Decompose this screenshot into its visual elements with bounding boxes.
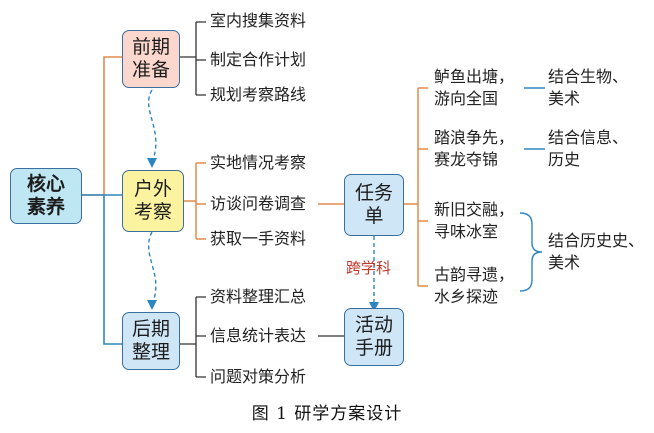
core-line1: 核心: [26, 173, 65, 195]
stage2-bracket: [184, 162, 206, 240]
stage1-item-3: 规划考察路线: [210, 85, 307, 104]
task-item-1-line2: 游向全国: [434, 89, 499, 108]
integration-3-line1: 结合历史史、: [548, 231, 645, 250]
stage-outdoor-line1: 户外: [133, 178, 172, 200]
integration-2-line2: 历史: [548, 150, 581, 169]
handbook-line1: 活动: [354, 314, 393, 336]
task34-curly-brace: [519, 212, 543, 292]
dash-arrowhead-1: [147, 158, 157, 168]
dash-arrowhead-2: [147, 300, 157, 310]
stage-prep-box: 前期准备: [122, 30, 180, 88]
integration-1-line2: 美术: [548, 89, 581, 108]
integration-1: 结合生物、 美术: [548, 66, 628, 110]
integration-2: 结合信息、 历史: [548, 127, 628, 171]
core-to-stage3-line: [103, 195, 122, 345]
task-item-2-line1: 踏浪争先，: [434, 128, 515, 147]
cross-discipline-label: 跨学科: [346, 259, 392, 277]
task-item-3: 新旧交融， 寻味冰室: [434, 199, 514, 243]
integration-3: 结合历史史、 美术: [548, 230, 644, 274]
task-item-2: 踏浪争先， 赛龙夺锦: [434, 127, 514, 171]
stage1-item-2: 制定合作计划: [210, 50, 307, 69]
task-item-4-line1: 古韵寻遗，: [434, 265, 515, 284]
core-to-stage1-line: [82, 56, 122, 196]
stage-prep-line2: 准备: [131, 59, 170, 81]
task-item-1-line1: 鲈鱼出塘，: [434, 67, 515, 86]
task-item-3-line2: 寻味冰室: [434, 222, 499, 241]
task-item-3-line1: 新旧交融，: [434, 200, 515, 219]
stage-post-line2: 整理: [131, 341, 170, 363]
task-sheet-box: 任务单: [344, 174, 404, 236]
stage3-item-2: 信息统计表达: [210, 326, 307, 345]
stage-outdoor-box: 户外考察: [122, 170, 184, 232]
activity-handbook-box: 活动手册: [344, 308, 404, 366]
task-bracket: [404, 87, 428, 287]
task-item-2-line2: 赛龙夺锦: [434, 150, 499, 169]
figure-caption: 图 1 研学方案设计: [251, 404, 403, 424]
stage2-item-2: 访谈问卷调查: [210, 194, 307, 213]
integration-1-line1: 结合生物、: [548, 67, 629, 86]
stage1-item-1: 室内搜集资料: [210, 11, 307, 30]
stage1-bracket: [180, 21, 206, 96]
stage-post-line1: 后期: [131, 318, 170, 340]
dash-arrowhead-3: [369, 302, 379, 312]
stage3-item-3: 问题对策分析: [210, 367, 307, 386]
integration-3-line2: 美术: [548, 253, 581, 272]
core-literacy-box: 核心素养: [10, 168, 82, 224]
stage2-item-3: 获取一手资料: [210, 229, 307, 248]
stage3-item-1: 资料整理汇总: [210, 287, 307, 306]
task-line1: 任务: [354, 182, 393, 204]
handbook-line2: 手册: [354, 337, 393, 359]
stage-outdoor-line2: 考察: [133, 201, 172, 223]
stage2-item-1: 实地情况考察: [210, 153, 307, 172]
integration-2-line1: 结合信息、: [548, 128, 629, 147]
dash-arrow-stage2-3: [147, 231, 157, 305]
stage3-bracket: [180, 296, 206, 378]
dash-arrow-stage1-2: [147, 89, 157, 163]
stage-post-box: 后期整理: [122, 312, 180, 370]
task-item-4-line2: 水乡探迹: [434, 287, 499, 306]
task-item-1: 鲈鱼出塘， 游向全国: [434, 66, 514, 110]
stage-prep-line1: 前期: [131, 36, 170, 58]
core-line2: 素养: [26, 196, 65, 218]
task-item-4: 古韵寻遗， 水乡探迹: [434, 264, 514, 308]
task-line2: 单: [364, 205, 384, 227]
